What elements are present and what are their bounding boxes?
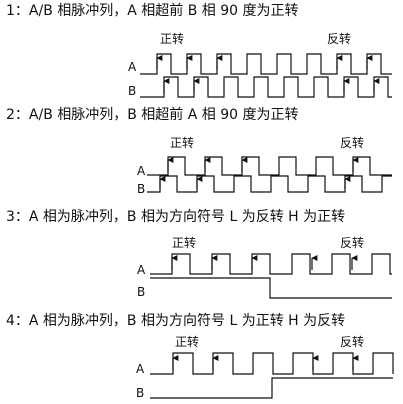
section-3-reverse-label: 反转 [340, 236, 365, 250]
section-2-channel-a-label: A [137, 164, 146, 178]
section-2-forward-label: 正转 [170, 136, 195, 150]
section-4-channel-b-wave [150, 377, 393, 399]
section-3-forward-label: 正转 [172, 236, 197, 250]
section-1-channel-b-label: B [128, 84, 137, 98]
section-3-channel-a-label: A [137, 263, 146, 277]
section-4-reverse-label: 反转 [340, 335, 365, 349]
section-1-channel-a-wave [140, 53, 392, 75]
section-1-channel-b-wave [140, 76, 392, 98]
section-1-title: 1：A/B 相脉冲列，A 相超前 B 相 90 度为正转 [6, 3, 299, 19]
section-4-title: 4：A 相为脉冲列，B 相为方向符号 L 为正转 H 为反转 [6, 313, 346, 329]
section-1-forward-label: 正转 [160, 32, 185, 46]
section-4-channel-a-wave [150, 352, 394, 375]
section-3-channel-b-label: B [137, 285, 146, 299]
section-4-channel-a-label: A [136, 362, 145, 376]
section-3-channel-b-wave [150, 277, 392, 299]
section-2-channel-b-label: B [137, 182, 146, 196]
section-1-reverse-label: 反转 [327, 32, 352, 46]
section-4-forward-label: 正转 [175, 335, 200, 349]
section-2-title: 2：A/B 相脉冲列，B 相超前 A 相 90 度为正转 [6, 107, 299, 123]
section-2-reverse-label: 反转 [340, 136, 365, 150]
section-4-channel-b-label: B [136, 386, 145, 400]
section-1-channel-a-label: A [128, 60, 137, 74]
section-3-channel-a-wave [150, 253, 392, 275]
section-2-channel-b-wave [147, 175, 392, 193]
section-2-channel-a-wave [147, 156, 392, 176]
section-3-title: 3：A 相为脉冲列，B 相为方向符号 L 为反转 H 为正转 [6, 209, 346, 225]
